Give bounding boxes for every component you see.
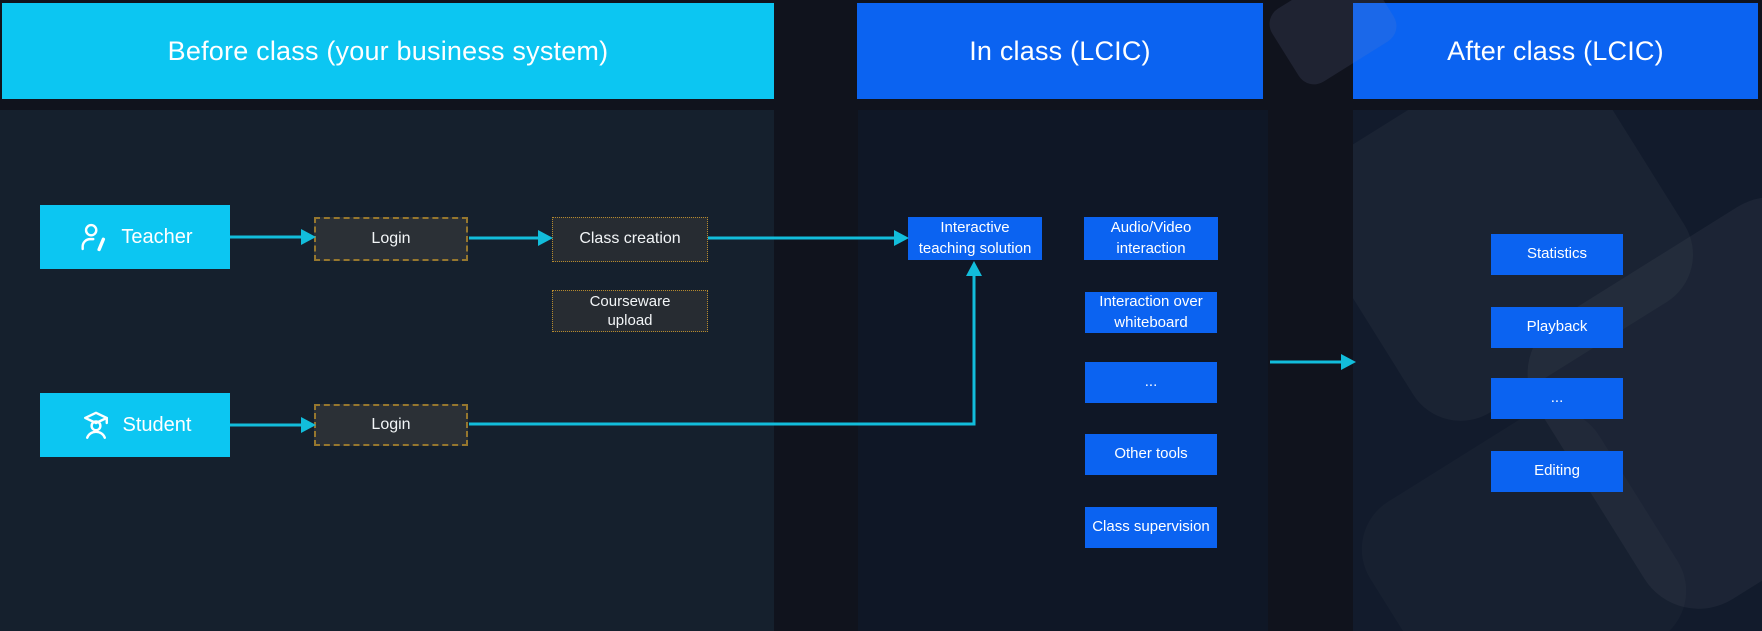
- teacher-login-node: Login: [314, 217, 468, 261]
- interaction-over-whiteboard-node: Interaction over whiteboard: [1085, 292, 1217, 333]
- editing-node: Editing: [1491, 451, 1623, 492]
- more-tools-ellipsis-node: ...: [1085, 362, 1217, 403]
- header-in-class-label: In class (LCIC): [969, 35, 1151, 66]
- statistics-node: Statistics: [1491, 234, 1623, 275]
- teacher-label: Teacher: [121, 225, 193, 248]
- student-login-node: Login: [314, 404, 468, 446]
- student-label: Student: [122, 413, 192, 436]
- playback-node: Playback: [1491, 307, 1623, 348]
- student-node: Student: [40, 393, 230, 457]
- audio-video-interaction-label: Audio/Video interaction: [1110, 219, 1192, 257]
- graduate-icon: [79, 408, 113, 442]
- panel-after-class: [1353, 110, 1762, 631]
- courseware-upload-node: Courseware upload: [552, 290, 708, 332]
- interaction-over-whiteboard-label: Interaction over whiteboard: [1099, 293, 1203, 331]
- header-after-class-label: After class (LCIC): [1447, 35, 1664, 66]
- other-tools-node: Other tools: [1085, 434, 1217, 475]
- more-after-ellipsis-node: ...: [1491, 378, 1623, 419]
- other-tools-label: Other tools: [1114, 445, 1188, 463]
- statistics-label: Statistics: [1526, 245, 1587, 263]
- interactive-teaching-solution-label: Interactive teaching solution: [918, 219, 1032, 257]
- teacher-node: Teacher: [40, 205, 230, 269]
- playback-label: Playback: [1526, 318, 1588, 336]
- class-creation-node: Class creation: [552, 217, 708, 262]
- header-before-class-label: Before class (your business system): [167, 35, 609, 66]
- editing-label: Editing: [1534, 462, 1580, 480]
- more-after-ellipsis-label: ...: [1550, 389, 1564, 407]
- class-supervision-label: Class supervision: [1092, 518, 1210, 536]
- header-in-class: In class (LCIC): [857, 3, 1263, 99]
- student-login-label: Login: [371, 416, 411, 433]
- header-before-class: Before class (your business system): [2, 3, 774, 99]
- teacher-login-label: Login: [371, 230, 411, 247]
- interactive-teaching-solution-node: Interactive teaching solution: [908, 217, 1042, 260]
- more-tools-ellipsis-label: ...: [1144, 373, 1158, 391]
- person-edit-icon: [77, 220, 111, 254]
- panel-before-class: [0, 110, 774, 631]
- class-creation-label: Class creation: [579, 230, 681, 248]
- header-after-class: After class (LCIC): [1353, 3, 1758, 99]
- courseware-upload-label: Courseware upload: [589, 292, 671, 330]
- class-supervision-node: Class supervision: [1085, 507, 1217, 548]
- audio-video-interaction-node: Audio/Video interaction: [1084, 217, 1218, 260]
